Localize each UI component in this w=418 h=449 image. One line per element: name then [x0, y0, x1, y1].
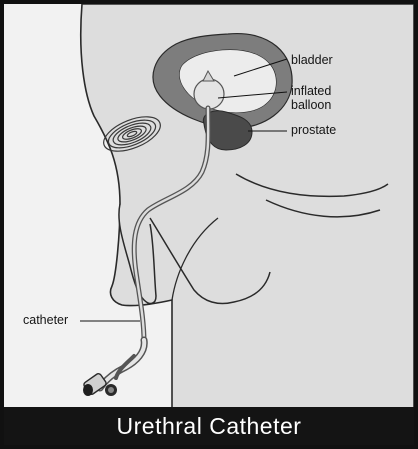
catheter-external-inner [100, 340, 144, 388]
anatomy-diagram [4, 4, 414, 411]
label-prostate: prostate [291, 123, 336, 137]
label-catheter: catheter [23, 313, 68, 327]
caption-title: Urethral Catheter [117, 407, 302, 445]
label-inflated-balloon: inflated balloon [291, 84, 371, 112]
inflated-balloon [194, 79, 224, 109]
label-bladder: bladder [291, 53, 333, 67]
caption-bar: Urethral Catheter [4, 407, 414, 445]
